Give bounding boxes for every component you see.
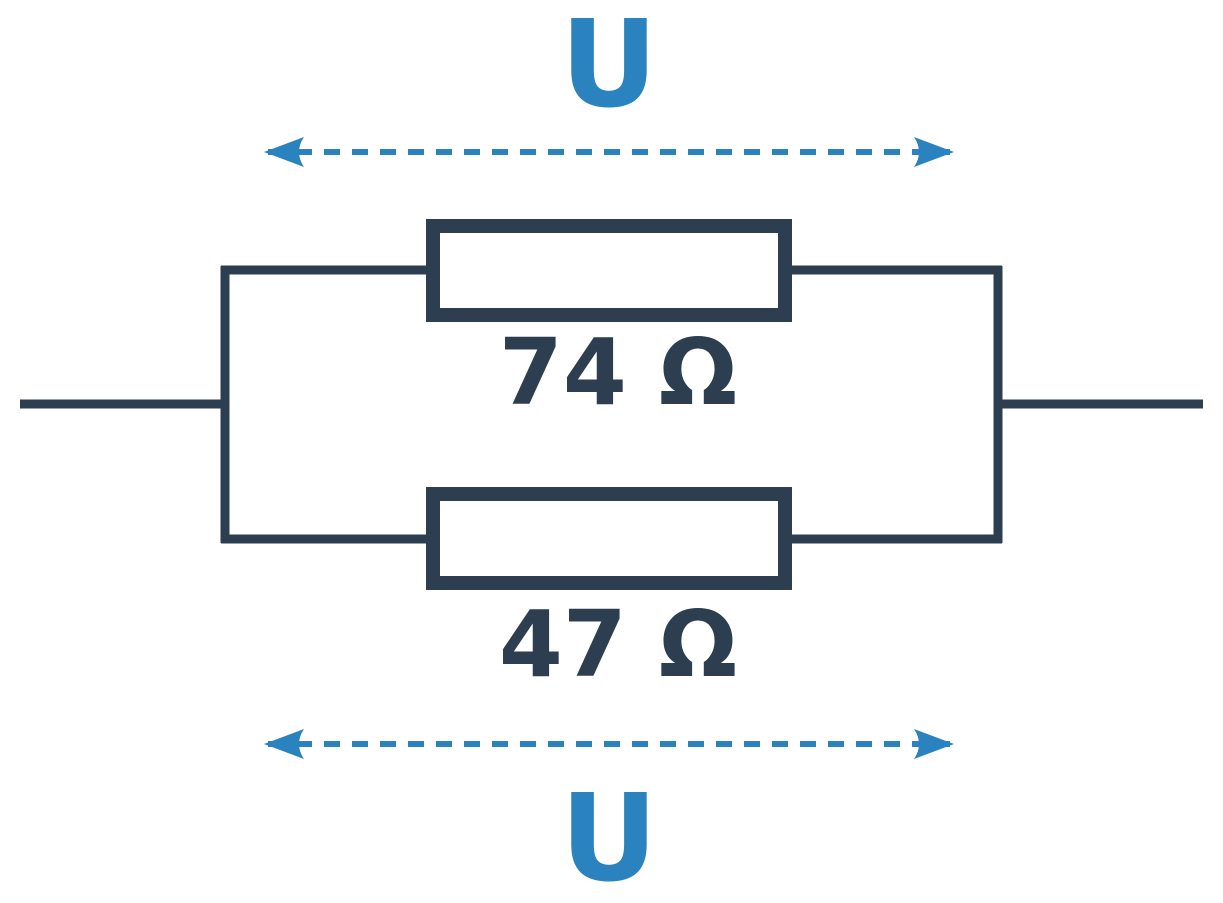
resistor-icon [426,219,792,322]
voltage-label-bottom: U [560,770,657,903]
voltage-label-top: U [560,0,657,135]
resistor-icon [426,487,792,590]
resistor-top-value: 74 Ω [499,319,737,426]
resistor-bottom-value: 47 Ω [499,591,737,698]
